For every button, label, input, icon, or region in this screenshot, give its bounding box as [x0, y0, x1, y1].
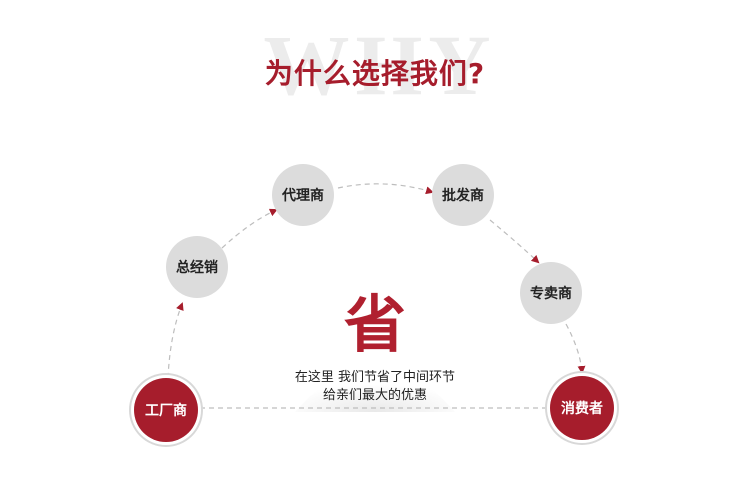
- node-specialty-label: 专卖商: [530, 286, 572, 302]
- node-agent-label: 代理商: [282, 188, 324, 204]
- node-factory-label: 工厂商: [145, 403, 187, 419]
- node-agent: 代理商: [272, 164, 334, 226]
- connector-specialty-consumer: [565, 323, 586, 374]
- watermark-text: WHY: [263, 17, 497, 113]
- node-general-distributor: 总经销: [166, 236, 228, 298]
- highlight-char-save: 省: [343, 288, 406, 361]
- node-specialty: 专卖商: [520, 262, 582, 324]
- node-factory: 工厂商: [134, 378, 198, 442]
- node-consumer-label: 消费者: [561, 401, 603, 417]
- caption-line-1: 在这里 我们节省了中间环节: [294, 370, 456, 385]
- connector-agent-wholesale: [337, 183, 434, 195]
- caption-line-2: 给亲们最大的优惠: [322, 388, 427, 403]
- node-consumer: 消费者: [550, 376, 614, 440]
- connector-general-agent: [221, 208, 278, 249]
- node-general-label: 总经销: [176, 260, 218, 276]
- connector-factory-general: [167, 302, 184, 379]
- connector-wholesale-specialty: [489, 219, 540, 264]
- node-wholesale: 批发商: [432, 164, 494, 226]
- node-wholesale-label: 批发商: [442, 188, 484, 204]
- page-title: 为什么选择我们?: [264, 57, 486, 90]
- center-glow: [295, 366, 455, 412]
